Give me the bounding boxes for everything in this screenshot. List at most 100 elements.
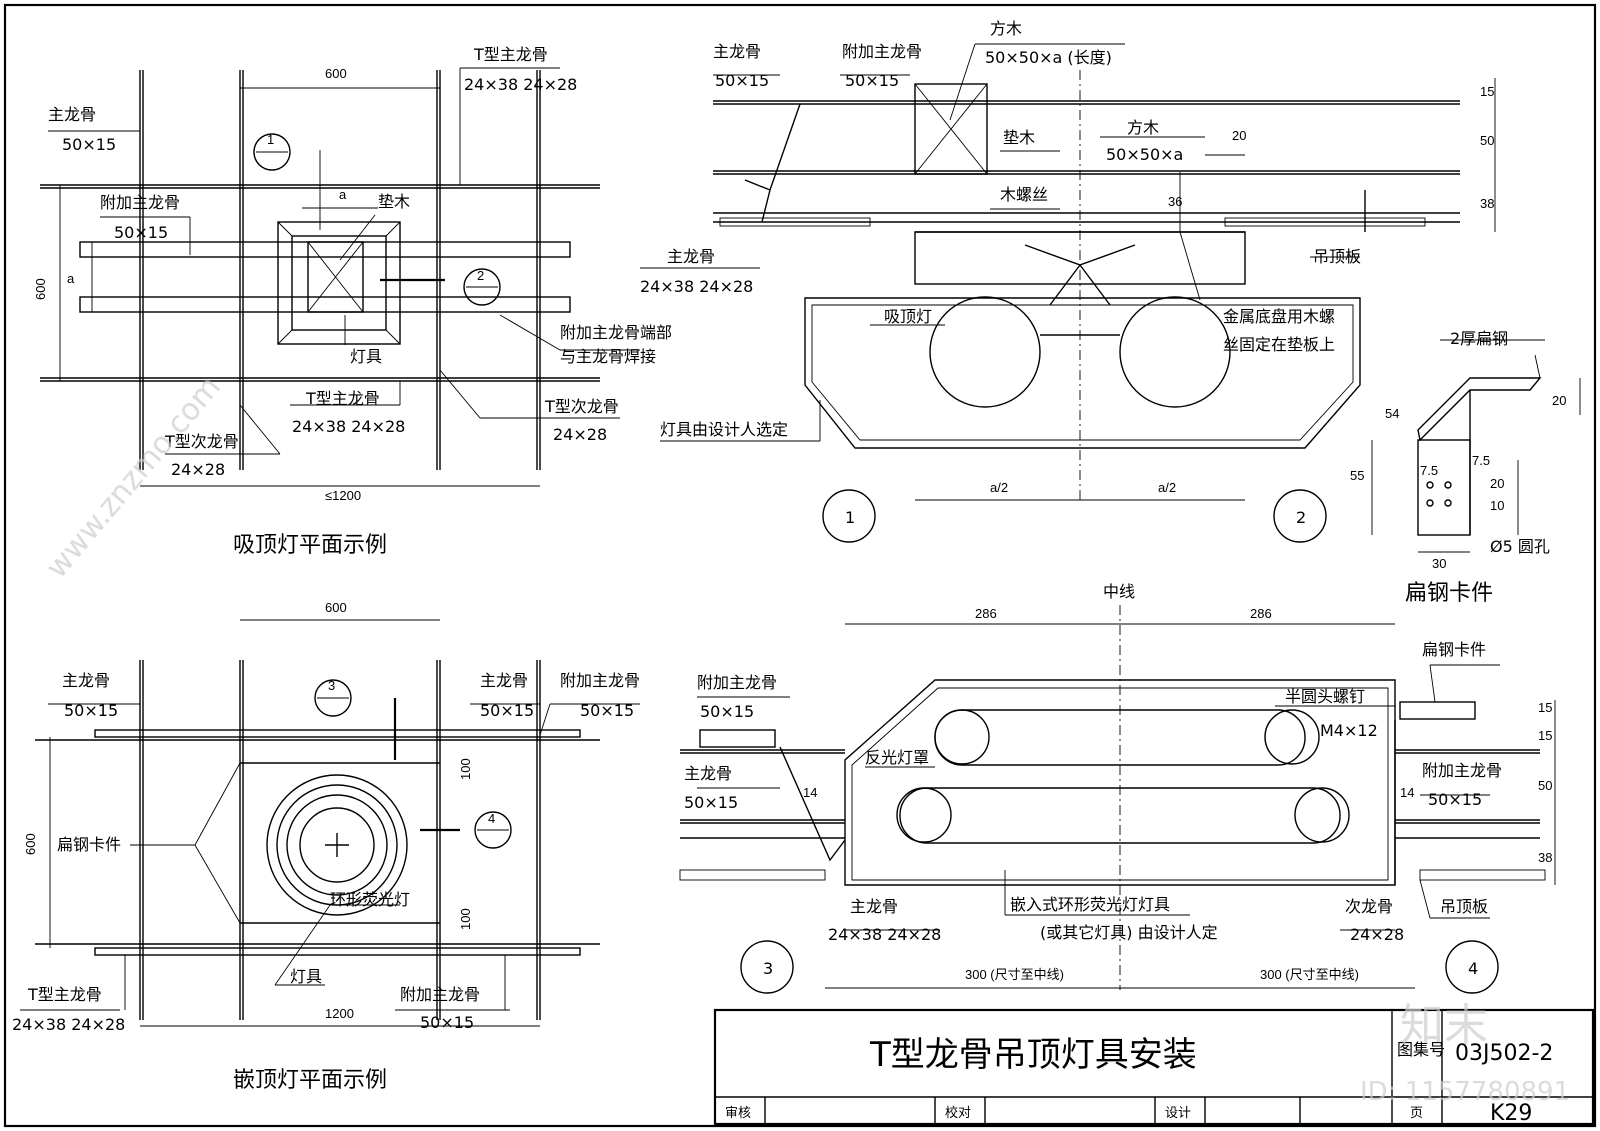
label-add-main-keel-s1: 附加主龙骨 — [842, 42, 922, 61]
dim-1200-b: 1200 — [325, 1006, 354, 1021]
review-label: 审核 — [725, 1105, 751, 1120]
label-add-main-keel-size-p2b: 50×15 — [420, 1013, 474, 1032]
label-flat-steel-clip-p2: 扁钢卡件 — [57, 835, 121, 854]
callout-4-number: 4 — [488, 811, 495, 826]
label-t-sub-keel: T型次龙骨 — [544, 397, 619, 416]
label-metal-base-2: 丝固定在垫板上 — [1223, 335, 1335, 354]
label-flat-steel-clip-s3: 扁钢卡件 — [1422, 640, 1486, 659]
label-sub-keel-size: 24×28 — [1350, 925, 1404, 944]
dim-50-s1: 50 — [1480, 133, 1494, 148]
dim-20-clip: 20 — [1552, 393, 1566, 408]
label-main-keel-size-s3: 50×15 — [684, 793, 738, 812]
label-ceiling-board-s4: 吊顶板 — [1440, 897, 1488, 916]
section-ceiling-lamp: 主龙骨 50×15 附加主龙骨 50×15 方木 50×50×a (长度) 垫木… — [640, 19, 1496, 543]
dim-300-right: 300 (尺寸至中线) — [1260, 967, 1359, 982]
detail-callout-2 — [463, 268, 501, 306]
callout-3-number: 3 — [328, 678, 335, 693]
page-number: K29 — [1490, 1101, 1532, 1126]
label-main-keel-s1: 主龙骨 — [713, 42, 761, 61]
dim-50-s4: 50 — [1538, 778, 1552, 793]
detail-callout-3 — [314, 679, 352, 717]
atlas-label: 图集号 — [1397, 1040, 1445, 1059]
label-square-wood-len: 50×50×a (长度) — [985, 48, 1112, 67]
dim-a2-left: a/2 — [990, 480, 1008, 495]
label-add-main-keel: 附加主龙骨 — [100, 193, 180, 212]
dim-100-top: 100 — [458, 758, 473, 780]
label-main-keel-p2b: 主龙骨 — [480, 671, 528, 690]
dim-286-left: 286 — [975, 606, 997, 621]
section-3-marker — [740, 940, 794, 994]
dim-a2-right: a/2 — [1158, 480, 1176, 495]
label-pad-wood-s1: 垫木 — [1003, 128, 1035, 147]
label-t-main-keel-size-s1: 24×38 24×28 — [640, 277, 753, 296]
label-center-line: 中线 — [1103, 582, 1135, 601]
label-m4: M4×12 — [1320, 721, 1378, 740]
label-main-keel-s1b: 主龙骨 — [667, 247, 715, 266]
caption-flat-steel-clip: 扁钢卡件 — [1405, 581, 1493, 606]
label-t-main-keel-p2: T型主龙骨 — [27, 985, 102, 1004]
dim-30: 30 — [1432, 556, 1446, 571]
label-add-main-keel-s3: 附加主龙骨 — [697, 673, 777, 692]
label-t-sub-keel-size: 24×28 — [553, 425, 607, 444]
dim-600-top: 600 — [325, 66, 347, 81]
label-add-main-keel-size: 50×15 — [114, 223, 168, 242]
dim-38-s4: 38 — [1538, 850, 1552, 865]
label-metal-base-1: 金属底盘用木螺 — [1223, 307, 1335, 326]
label-add-main-keel-p2b: 附加主龙骨 — [400, 985, 480, 1004]
label-flat-steel-2: 2厚扁钢 — [1450, 329, 1508, 348]
label-ring-fluor: 环形荧光灯 — [330, 890, 410, 909]
dim-286-right: 286 — [1250, 606, 1272, 621]
dim-600-left-b: 600 — [23, 833, 38, 855]
dim-10: 10 — [1490, 498, 1504, 513]
label-weld-note-1: 附加主龙骨端部 — [560, 323, 672, 342]
dim-14-right: 14 — [1400, 785, 1414, 800]
flat-steel-clip-detail: 2厚扁钢 55 54 20 7.5 7.5 20 10 30 Ø5 圆孔 扁钢卡… — [1350, 329, 1581, 606]
label-embedded-1: 嵌入式环形荧光灯灯具 — [1010, 895, 1170, 914]
label-main-keel-s3: 主龙骨 — [684, 764, 732, 783]
section-2-number: 2 — [1296, 508, 1306, 527]
label-t-main-keel-size-b: 24×38 24×28 — [292, 417, 405, 436]
label-main-keel-size-s1: 50×15 — [715, 71, 769, 90]
page-label: 页 — [1410, 1105, 1423, 1120]
dim-54: 54 — [1385, 406, 1399, 421]
label-main-keel-size-p2b: 50×15 — [480, 701, 534, 720]
atlas-number: 03J502-2 — [1455, 1041, 1553, 1066]
label-hole-5: Ø5 圆孔 — [1490, 537, 1550, 556]
label-lamp-fixture-p2: 灯具 — [290, 967, 322, 986]
label-t-sub-keel-size-b: 24×28 — [171, 460, 225, 479]
check-label: 校对 — [945, 1105, 971, 1120]
label-lamp-fixture: 灯具 — [350, 347, 382, 366]
callout-1-number: 1 — [267, 132, 274, 147]
label-t-main-keel-size: 24×38 24×28 — [464, 75, 577, 94]
dim-15-s4b: 15 — [1538, 728, 1552, 743]
section-4-number: 4 — [1468, 959, 1478, 978]
label-t-main-keel-size-s3: 24×38 24×28 — [828, 925, 941, 944]
label-t-main-keel: T型主龙骨 — [473, 45, 548, 64]
label-main-keel-s3b: 主龙骨 — [850, 897, 898, 916]
label-wood-screw: 木螺丝 — [1000, 185, 1048, 204]
dim-38-s1: 38 — [1480, 196, 1494, 211]
title-block: T型龙骨吊顶灯具安装 图集号 03J502-2 审核 校对 设计 页 K29 — [713, 1008, 1595, 1126]
dim-a-vertical: a — [67, 271, 75, 286]
label-add-main-keel-s4: 附加主龙骨 — [1422, 761, 1502, 780]
label-reflector: 反光灯罩 — [865, 748, 929, 767]
dim-20-top: 20 — [1232, 128, 1246, 143]
label-pad-wood: 垫木 — [378, 192, 410, 211]
plan-embedded-lamp: 600 1200 600 100 100 主龙骨 50×15 主龙骨 50×15… — [12, 600, 640, 1093]
section-4-marker — [1445, 940, 1499, 994]
dim-15-s1: 15 — [1480, 84, 1494, 99]
label-t-main-keel-b: T型主龙骨 — [305, 389, 380, 408]
label-embedded-2: (或其它灯具) 由设计人定 — [1040, 923, 1218, 942]
section-2-marker — [1273, 489, 1327, 543]
label-weld-note-2: 与主龙骨焊接 — [560, 347, 656, 366]
label-main-keel: 主龙骨 — [48, 105, 96, 124]
label-square-wood-b: 方木 — [1127, 118, 1159, 137]
label-square-wood: 方木 — [990, 19, 1022, 38]
dim-36: 36 — [1168, 194, 1182, 209]
section-embedded-lamp: 中线 286 286 附加主龙骨 50×15 主龙骨 50×15 反光灯罩 14… — [679, 582, 1556, 994]
label-main-keel-size-p2: 50×15 — [64, 701, 118, 720]
label-ceiling-board: 吊顶板 — [1313, 247, 1361, 266]
label-t-main-keel-size-p2: 24×38 24×28 — [12, 1015, 125, 1034]
detail-callout-1 — [253, 133, 291, 171]
label-t-sub-keel-b: T型次龙骨 — [164, 432, 239, 451]
